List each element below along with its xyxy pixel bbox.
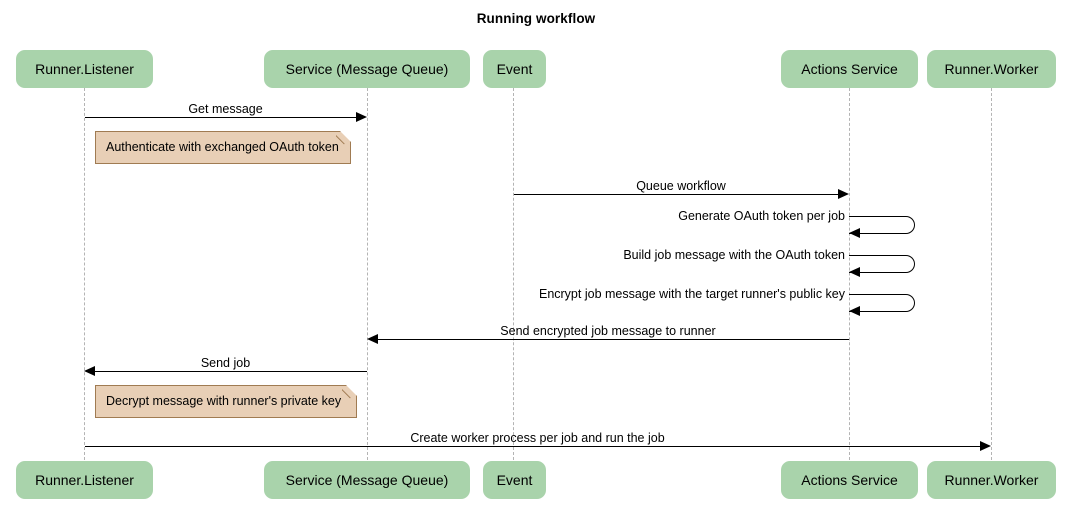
note-authenticate-note: Authenticate with exchanged OAuth token bbox=[95, 131, 351, 164]
lifeline-runner-worker bbox=[991, 88, 992, 460]
message-line-create-worker-process bbox=[85, 446, 980, 447]
message-label-generate-oauth-token: Generate OAuth token per job bbox=[678, 209, 845, 223]
arrow-head-generate-oauth-token bbox=[849, 228, 860, 238]
note-label: Authenticate with exchanged OAuth token bbox=[106, 140, 339, 154]
participant-event-bottom[interactable]: Event bbox=[483, 461, 546, 499]
arrow-head-send-encrypted-job-message bbox=[367, 334, 378, 344]
arrow-head-create-worker-process bbox=[980, 441, 991, 451]
self-loop-generate-oauth-token bbox=[849, 216, 915, 234]
arrow-head-build-job-message bbox=[849, 267, 860, 277]
participant-service-message-queue-bottom[interactable]: Service (Message Queue) bbox=[264, 461, 470, 499]
participant-runner-worker-bottom[interactable]: Runner.Worker bbox=[927, 461, 1056, 499]
participant-runner-listener-top[interactable]: Runner.Listener bbox=[16, 50, 153, 88]
self-loop-build-job-message bbox=[849, 255, 915, 273]
message-label-create-worker-process: Create worker process per job and run th… bbox=[410, 431, 665, 445]
note-decrypt-note: Decrypt message with runner's private ke… bbox=[95, 385, 357, 418]
note-fold-edge-icon bbox=[336, 131, 351, 146]
message-line-send-encrypted-job-message bbox=[378, 339, 849, 340]
self-loop-encrypt-job-message bbox=[849, 294, 915, 312]
lifeline-service-message-queue bbox=[367, 88, 368, 460]
message-label-send-job: Send job bbox=[200, 356, 251, 370]
message-line-send-job bbox=[95, 371, 367, 372]
participant-runner-worker-top[interactable]: Runner.Worker bbox=[927, 50, 1056, 88]
note-label: Decrypt message with runner's private ke… bbox=[106, 394, 342, 408]
message-label-send-encrypted-job-message: Send encrypted job message to runner bbox=[500, 324, 716, 338]
participant-runner-listener-bottom[interactable]: Runner.Listener bbox=[16, 461, 153, 499]
page-title: Running workflow bbox=[476, 11, 596, 26]
note-fold-edge-icon bbox=[342, 385, 357, 400]
lifeline-event bbox=[513, 88, 514, 460]
arrow-head-queue-workflow bbox=[838, 189, 849, 199]
message-label-get-message: Get message bbox=[188, 102, 263, 116]
participant-event-top[interactable]: Event bbox=[483, 50, 546, 88]
message-label-encrypt-job-message: Encrypt job message with the target runn… bbox=[538, 287, 845, 301]
participant-actions-service-bottom[interactable]: Actions Service bbox=[781, 461, 918, 499]
message-label-queue-workflow: Queue workflow bbox=[636, 179, 726, 193]
message-line-queue-workflow bbox=[514, 194, 838, 195]
arrow-head-encrypt-job-message bbox=[849, 306, 860, 316]
arrow-head-send-job bbox=[84, 366, 95, 376]
participant-service-message-queue-top[interactable]: Service (Message Queue) bbox=[264, 50, 470, 88]
message-label-build-job-message: Build job message with the OAuth token bbox=[623, 248, 845, 262]
lifeline-runner-listener bbox=[84, 88, 85, 460]
participant-actions-service-top[interactable]: Actions Service bbox=[781, 50, 918, 88]
arrow-head-get-message bbox=[356, 112, 367, 122]
message-line-get-message bbox=[85, 117, 356, 118]
